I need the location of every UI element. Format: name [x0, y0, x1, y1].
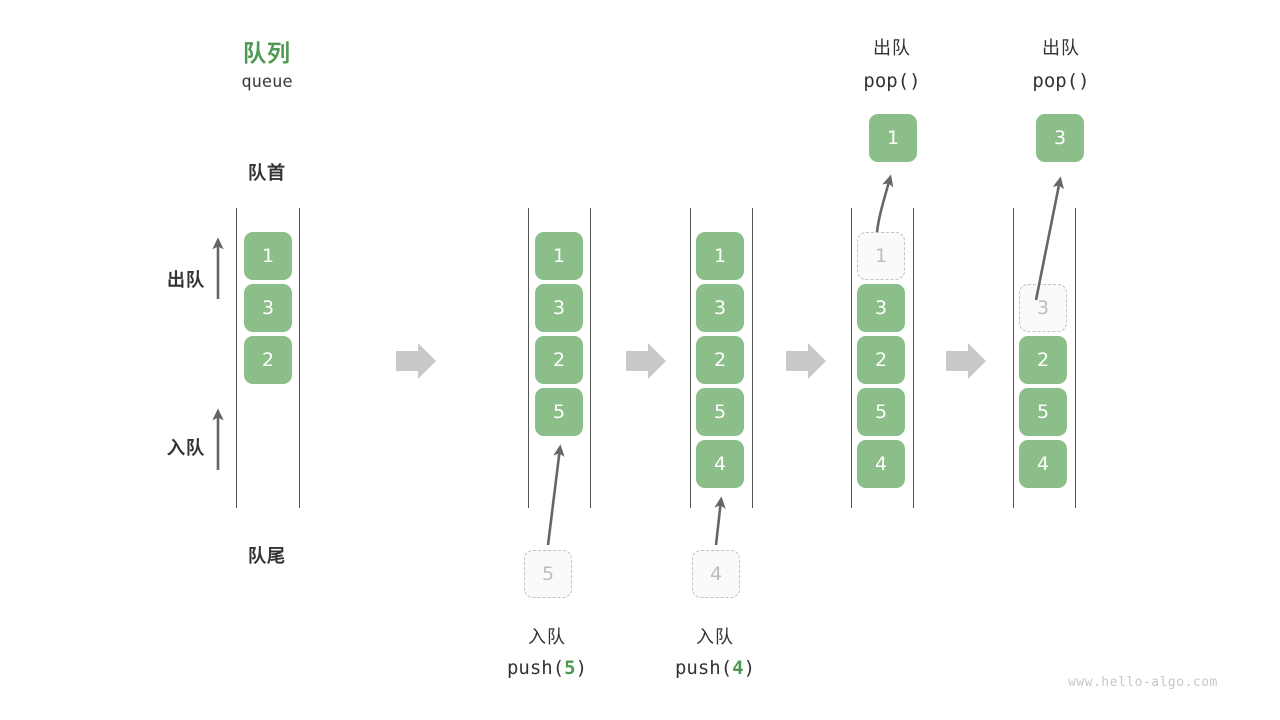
enqueue-side-label: 入队 — [167, 438, 205, 459]
queue-rail-left-col1 — [236, 208, 237, 508]
op-code-arg: 4 — [732, 657, 744, 679]
queue-rail-right-col2 — [590, 208, 591, 508]
queue-rail-right-col1 — [299, 208, 300, 508]
pop-1-arrow — [875, 174, 894, 233]
outgoing-cell: 1 — [869, 114, 917, 162]
op-code-arg: 5 — [564, 657, 576, 679]
queue-rail-left-col4 — [851, 208, 852, 508]
queue-cell: 1 — [696, 232, 744, 280]
op-label-cn: 入队 — [696, 627, 734, 648]
op-label-code: push(4) — [615, 657, 815, 679]
queue-rail-left-col3 — [690, 208, 691, 508]
op-label-code: pop() — [863, 70, 921, 92]
front-label: 队首 — [248, 163, 286, 184]
incoming-ghost-cell: 4 — [692, 550, 740, 598]
queue-cell: 1 — [535, 232, 583, 280]
queue-cell: 3 — [535, 284, 583, 332]
queue-cell: 5 — [1019, 388, 1067, 436]
queue-cell: 4 — [857, 440, 905, 488]
diagram-title-en: queue — [241, 72, 293, 92]
op-label-code: push(5) — [447, 657, 647, 679]
queue-cell: 5 — [857, 388, 905, 436]
queue-cell: 5 — [696, 388, 744, 436]
dequeue-side-label: 出队 — [167, 270, 205, 291]
queue-cell: 2 — [857, 336, 905, 384]
queue-cell: 2 — [696, 336, 744, 384]
op-code-suffix: ) — [575, 657, 588, 679]
queue-cell: 3 — [696, 284, 744, 332]
queue-cell: 3 — [857, 284, 905, 332]
queue-rail-right-col4 — [913, 208, 914, 508]
step-arrow-2 — [626, 343, 666, 379]
queue-rail-right-col5 — [1075, 208, 1076, 508]
queue-cell-vacated: 1 — [857, 232, 905, 280]
queue-cell: 4 — [696, 440, 744, 488]
outgoing-cell: 3 — [1036, 114, 1084, 162]
queue-cell: 2 — [535, 336, 583, 384]
op-code-suffix: ) — [743, 657, 756, 679]
op-label-cn: 出队 — [1042, 38, 1080, 59]
watermark: www.hello-algo.com — [1068, 675, 1218, 690]
queue-cell: 2 — [244, 336, 292, 384]
queue-cell: 4 — [1019, 440, 1067, 488]
push-4-arrow — [714, 496, 726, 546]
queue-cell: 5 — [535, 388, 583, 436]
rear-label: 队尾 — [248, 546, 286, 567]
step-arrow-1 — [396, 343, 436, 379]
queue-cell: 3 — [244, 284, 292, 332]
op-label-cn: 出队 — [873, 38, 911, 59]
op-label-code: pop() — [1032, 70, 1090, 92]
queue-cell: 2 — [1019, 336, 1067, 384]
pop-3-arrow — [1034, 176, 1064, 301]
step-arrow-3 — [786, 343, 826, 379]
step-arrow-4 — [946, 343, 986, 379]
op-code-prefix: push( — [506, 657, 565, 679]
op-code-prefix: push( — [674, 657, 733, 679]
queue-rail-left-col5 — [1013, 208, 1014, 508]
queue-rail-left-col2 — [528, 208, 529, 508]
incoming-ghost-cell: 5 — [524, 550, 572, 598]
queue-cell-vacated: 3 — [1019, 284, 1067, 332]
op-label-cn: 入队 — [528, 627, 566, 648]
queue-rail-right-col3 — [752, 208, 753, 508]
queue-cell: 1 — [244, 232, 292, 280]
diagram-title-cn: 队列 — [243, 41, 291, 67]
push-5-arrow — [546, 444, 565, 546]
